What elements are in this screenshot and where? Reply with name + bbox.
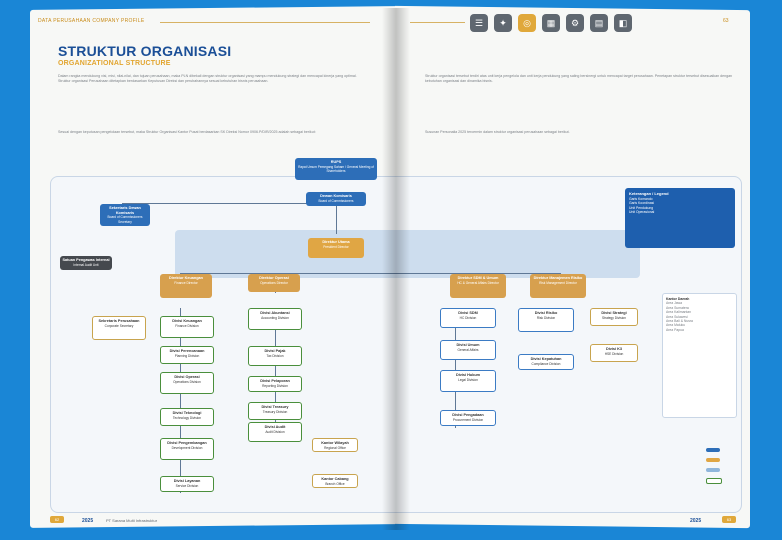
footer-year-right: 2025 [690,518,702,524]
header-section-label: DATA PERUSAHAAN COMPANY PROFILE [38,18,145,24]
legend-item: Unit Pendukung [629,205,654,210]
footer-year-left: 2025 [82,518,94,524]
regional-item: Area Sulawesi [666,314,688,319]
page-title: STRUKTUR ORGANISASI [58,43,232,59]
open-book: DATA PERUSAHAAN COMPANY PROFILE ☰ ✦ ◎ ▦ … [30,5,752,533]
directors-band [175,230,640,278]
footer-page-badge-left: 62 [50,516,64,523]
header-rule-left [160,22,370,23]
connector [180,273,560,274]
regional-legend: Kantor Daerah Area Jawa Area Sumatera Ar… [662,293,737,418]
regional-item: Area Kalimantan [666,310,692,315]
tab-icon-4[interactable]: ▦ [542,14,560,32]
connector [455,308,456,428]
legend-swatch [706,448,720,452]
regional-item: Area Bali & Nusra [666,319,693,324]
legend-item: Garis Komando [629,196,653,201]
regional-item: Area Sumatera [666,305,689,310]
legend-item: Garis Koordinasi [629,201,655,206]
regional-item: Area Papua [666,327,684,332]
legend-swatch [706,468,720,472]
connector [275,308,276,438]
header-rule-right [410,22,465,23]
intro-paragraph-right: Struktur organisasi tersebut terdiri ata… [425,74,733,84]
legend-item: Unit Operasional [629,210,655,215]
section-tabs: ☰ ✦ ◎ ▦ ⚙ ▤ ◧ [470,14,632,32]
legend-swatch [706,458,720,462]
tab-icon-2[interactable]: ✦ [494,14,512,32]
footer-company-left: PT Sarana Multi Infrastruktur [106,518,158,523]
tab-icon-7[interactable]: ◧ [614,14,632,32]
tab-icon-6[interactable]: ▤ [590,14,608,32]
regional-legend-title: Kantor Daerah [666,297,690,301]
intro-paragraph-right-2: Susunan Personalia 2025 tercermin dalam … [425,130,570,134]
connector [122,203,337,204]
intro-paragraph-left: Dalam rangka mendukung visi, misi, nilai… [58,74,357,84]
tab-icon-1[interactable]: ☰ [470,14,488,32]
legend-swatch [706,478,722,484]
intro-paragraph-left-2: Sesuai dengan keputusan pengelolaan ters… [58,130,316,134]
page-subtitle: ORGANIZATIONAL STRUCTURE [58,60,171,67]
connector [336,204,337,234]
regional-item: Area Maluku [666,323,686,328]
footer-page-badge-right: 63 [722,516,736,523]
regional-item: Area Jawa [666,301,683,306]
connector [180,308,181,493]
tab-icon-3[interactable]: ◎ [518,14,536,32]
tab-icon-5[interactable]: ⚙ [566,14,584,32]
header-page-number: 63 [723,18,729,24]
legend-title: Keterangan / Legend [629,191,669,196]
legend-panel: Keterangan / Legend Garis Komando Garis … [625,188,735,248]
